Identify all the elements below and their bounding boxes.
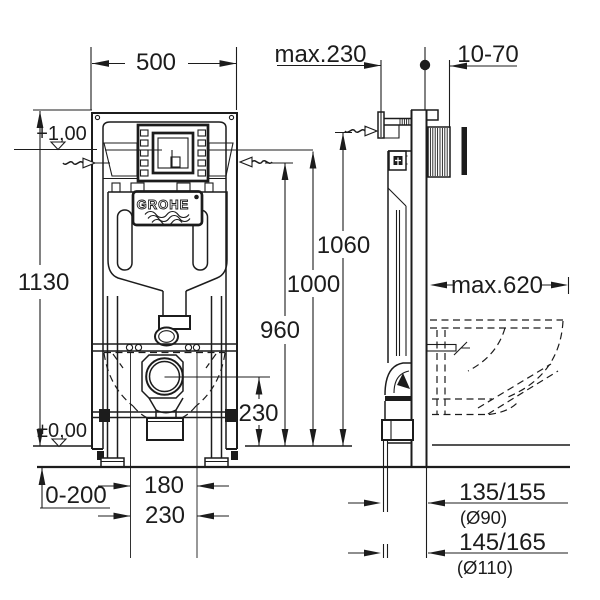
label-width-500: 500 bbox=[136, 49, 176, 76]
drain-pipe-below-floor bbox=[382, 440, 389, 558]
label-height-1000: 1000 bbox=[287, 271, 340, 298]
side-rail bbox=[387, 109, 439, 467]
logo-wave-icon bbox=[151, 218, 183, 227]
dimension-500: 500 bbox=[90, 47, 238, 110]
logo-text: GROHE bbox=[137, 197, 190, 212]
label-bolt-spacing-outer: 230 bbox=[145, 502, 185, 529]
flush-actuator bbox=[136, 123, 210, 183]
dimension-max-230: max.230 bbox=[274, 41, 382, 137]
mounting-bolt bbox=[192, 343, 201, 352]
label-height-960: 960 bbox=[260, 317, 300, 344]
wall-reference-point bbox=[419, 47, 431, 110]
mounting-bolt bbox=[125, 343, 134, 352]
mounting-bolt bbox=[134, 343, 143, 352]
dimension-1130: 1130 bbox=[18, 109, 92, 446]
label-level-zero: ±0,00 bbox=[37, 420, 87, 442]
front-view bbox=[91, 112, 313, 468]
dimension-max-620: max.620 bbox=[430, 272, 570, 299]
dimension-0-200: 0-200 bbox=[38, 468, 110, 509]
corner-screw-icon bbox=[228, 114, 235, 121]
dimension-230-bolts: 230 bbox=[98, 502, 229, 529]
level-arrow-right bbox=[238, 156, 273, 168]
toilet-bowl-outline-side bbox=[430, 319, 564, 416]
drain-elbow bbox=[381, 362, 414, 558]
water-level-right bbox=[208, 142, 234, 177]
actuator-teeth bbox=[139, 129, 207, 177]
mounting-stud bbox=[426, 341, 470, 356]
wall-bracket bbox=[427, 126, 451, 178]
frame-outline bbox=[91, 112, 238, 450]
foot-plate bbox=[100, 457, 125, 468]
reference-dot-icon bbox=[419, 59, 431, 71]
dimension-plus-1-00: +1,00 bbox=[14, 123, 97, 151]
registered-mark-icon bbox=[194, 194, 199, 200]
label-outlet-height: 230 bbox=[238, 400, 278, 427]
dimension-1060: 1060 bbox=[317, 131, 370, 446]
crossbar-upper bbox=[92, 343, 237, 352]
label-height-1130: 1130 bbox=[18, 269, 70, 296]
dimension-1000: 1000 bbox=[287, 151, 340, 446]
dimension-zero-level: ±0,00 bbox=[37, 420, 87, 448]
mounting-bolt bbox=[184, 343, 193, 352]
label-drain-offset-110: 145/165 bbox=[459, 529, 546, 556]
toilet-bowl-outline-front bbox=[103, 351, 226, 421]
side-view bbox=[377, 109, 564, 558]
support-legs bbox=[97, 296, 238, 468]
label-drain-offset-90: 135/155 bbox=[459, 479, 546, 506]
zero-level-line bbox=[33, 444, 570, 447]
water-valve bbox=[387, 150, 408, 171]
label-bolt-spacing-inner: 180 bbox=[144, 472, 184, 499]
label-bowl-depth-max: max.620 bbox=[451, 272, 543, 299]
drain-collar bbox=[146, 417, 184, 441]
leg-clamp bbox=[99, 409, 110, 422]
bolt-extension-lines bbox=[130, 352, 198, 558]
water-level-left bbox=[103, 142, 138, 177]
label-drain-dia-110: (Ø110) bbox=[457, 557, 513, 578]
label-depth-max: max.230 bbox=[274, 41, 366, 68]
dimension-230-outlet-height: 230 bbox=[164, 376, 279, 446]
logo-wave-icon bbox=[147, 214, 191, 223]
leg-clamp bbox=[225, 409, 236, 422]
label-level-plus: +1,00 bbox=[36, 123, 87, 145]
label-drain-dia-90: (Ø90) bbox=[460, 507, 507, 528]
dimension-145-165: 145/165 (Ø110) bbox=[348, 529, 568, 578]
grohe-logo: GROHE bbox=[131, 190, 204, 227]
foot-plate bbox=[204, 457, 229, 468]
cistern-tank bbox=[107, 191, 228, 347]
wall-surface-bar bbox=[461, 127, 467, 175]
label-wall-range: 10-70 bbox=[457, 41, 518, 68]
dimension-135-155: 135/155 (Ø90) bbox=[348, 479, 568, 528]
logo-wave-icon bbox=[144, 210, 190, 219]
cistern-side-profile bbox=[387, 150, 411, 363]
level-arrow-left bbox=[62, 157, 97, 169]
dimension-960: 960 bbox=[260, 163, 300, 446]
corner-screw-icon bbox=[94, 114, 101, 121]
tank-grip-slot bbox=[116, 209, 133, 271]
label-height-1060: 1060 bbox=[317, 232, 370, 259]
inspection-window bbox=[151, 131, 195, 175]
drain-socket bbox=[381, 419, 414, 441]
label-floor-range: 0-200 bbox=[45, 482, 106, 509]
actuator-bracket-side bbox=[377, 111, 411, 139]
level-arrow-side bbox=[344, 125, 379, 137]
dimension-180: 180 bbox=[98, 472, 229, 499]
outlet-assembly bbox=[141, 354, 184, 441]
dimension-10-70: 10-70 bbox=[448, 41, 519, 128]
